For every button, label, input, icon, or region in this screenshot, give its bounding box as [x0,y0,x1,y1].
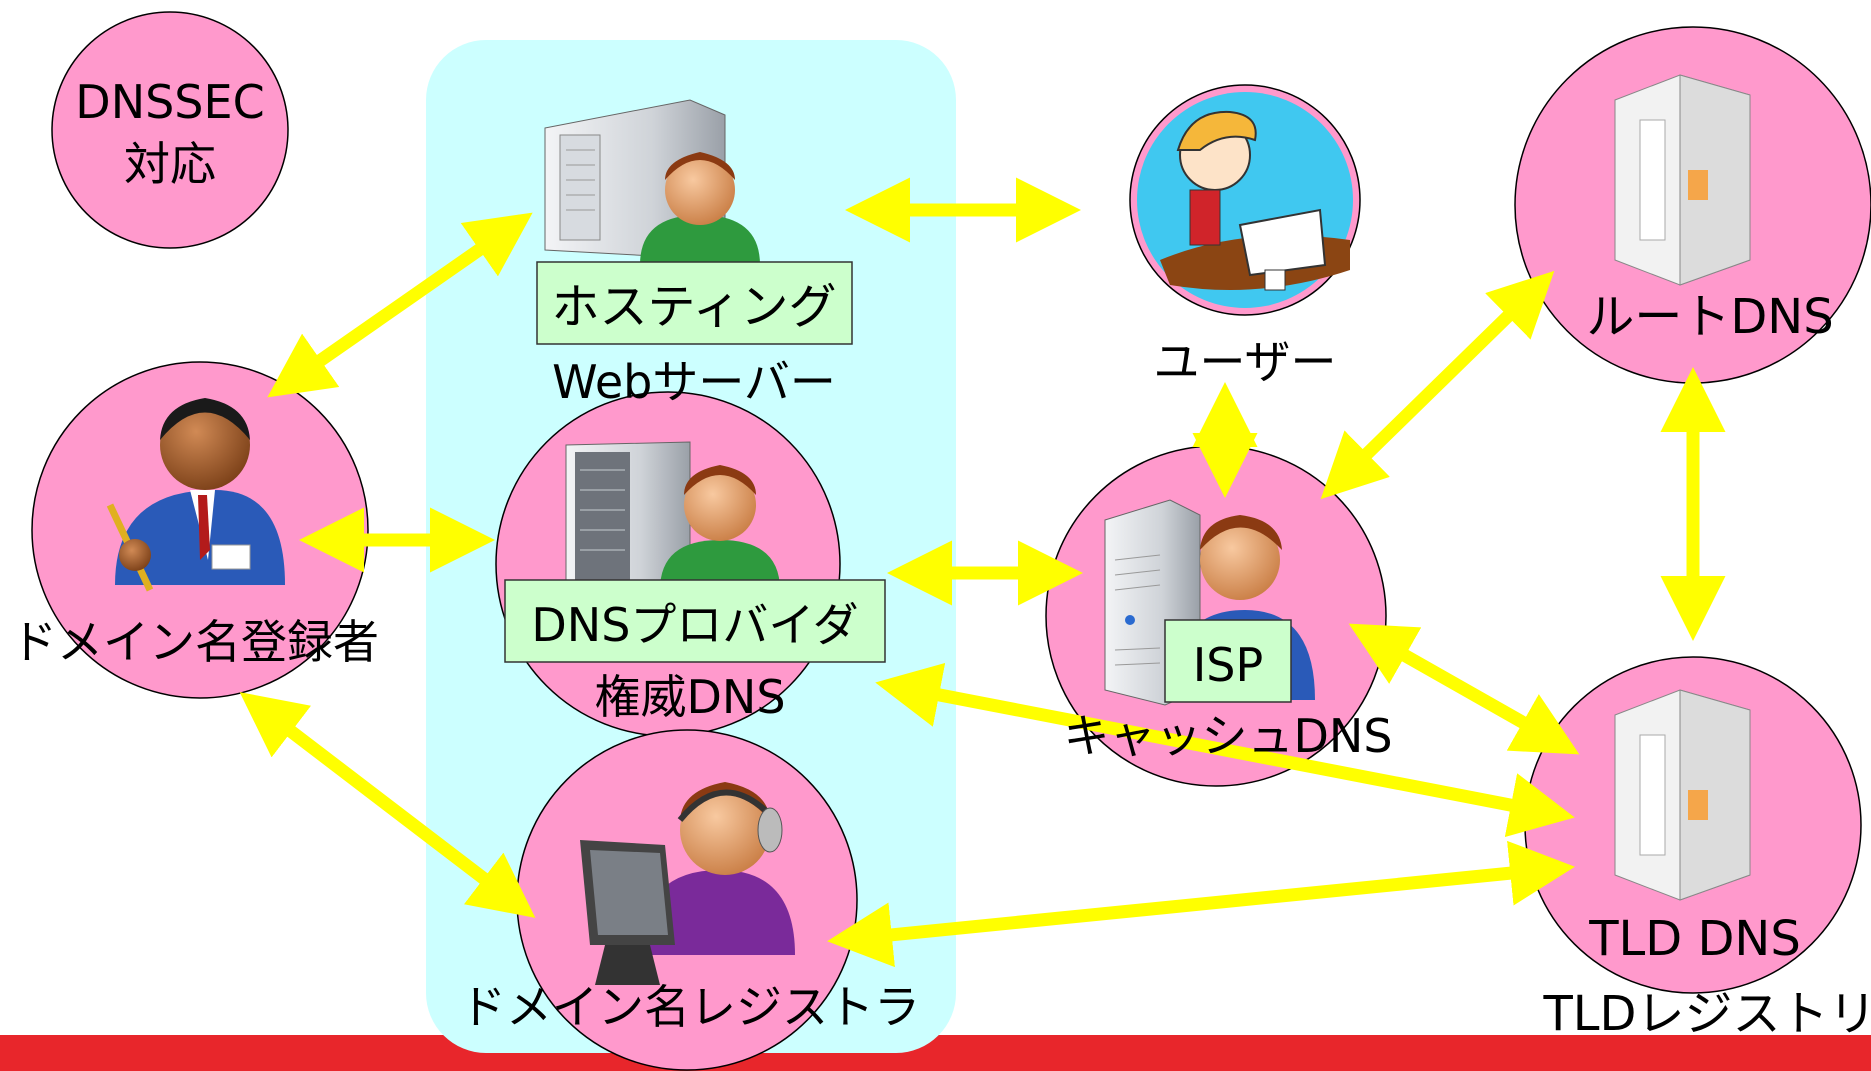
arrow-registrant-registrar [239,692,536,918]
isp-label: キャッシュDNS [1063,709,1392,763]
legend-line1: DNSSEC [75,75,264,129]
person-icon [640,152,760,265]
hosting-label: Webサーバー [552,355,836,409]
person-icon [660,465,780,590]
root-label: ルートDNS [1586,289,1833,345]
footer-bar [0,1035,1871,1071]
businessman-icon [106,398,285,592]
tld-label-line1: TLD DNS [1588,911,1801,967]
server-icon [565,441,691,591]
user-label: ユーザー [1153,335,1336,389]
arrow-isp-root [1320,270,1555,500]
dns-provider-box-label: DNSプロバイダ [531,598,858,652]
legend-circle [51,11,289,249]
hosting-box [536,261,853,345]
isp-box [1164,619,1292,703]
isp-box-label: ISP [1193,638,1264,692]
user-computer-icon [1137,92,1353,308]
operator-icon [580,782,795,985]
registrant-label: ドメイン名登録者 [11,615,379,669]
dns-provider-label: 権威DNS [594,670,785,724]
arrow-dnsprovider-tld [875,662,1575,838]
registrar-label: ドメイン名レジストラ [460,980,920,1034]
arrow-registrant-hosting [267,212,533,398]
legend-line2: 対応 [124,137,216,191]
connection-arrows [239,177,1726,968]
server-icon [1614,74,1751,286]
hosting-box-label: ホスティング [551,279,836,335]
arrow-registrar-tld [827,840,1575,968]
dns-provider-box [504,579,886,663]
tld-label-line2: TLDレジストリ [1542,986,1871,1042]
server-icon [1614,689,1751,901]
